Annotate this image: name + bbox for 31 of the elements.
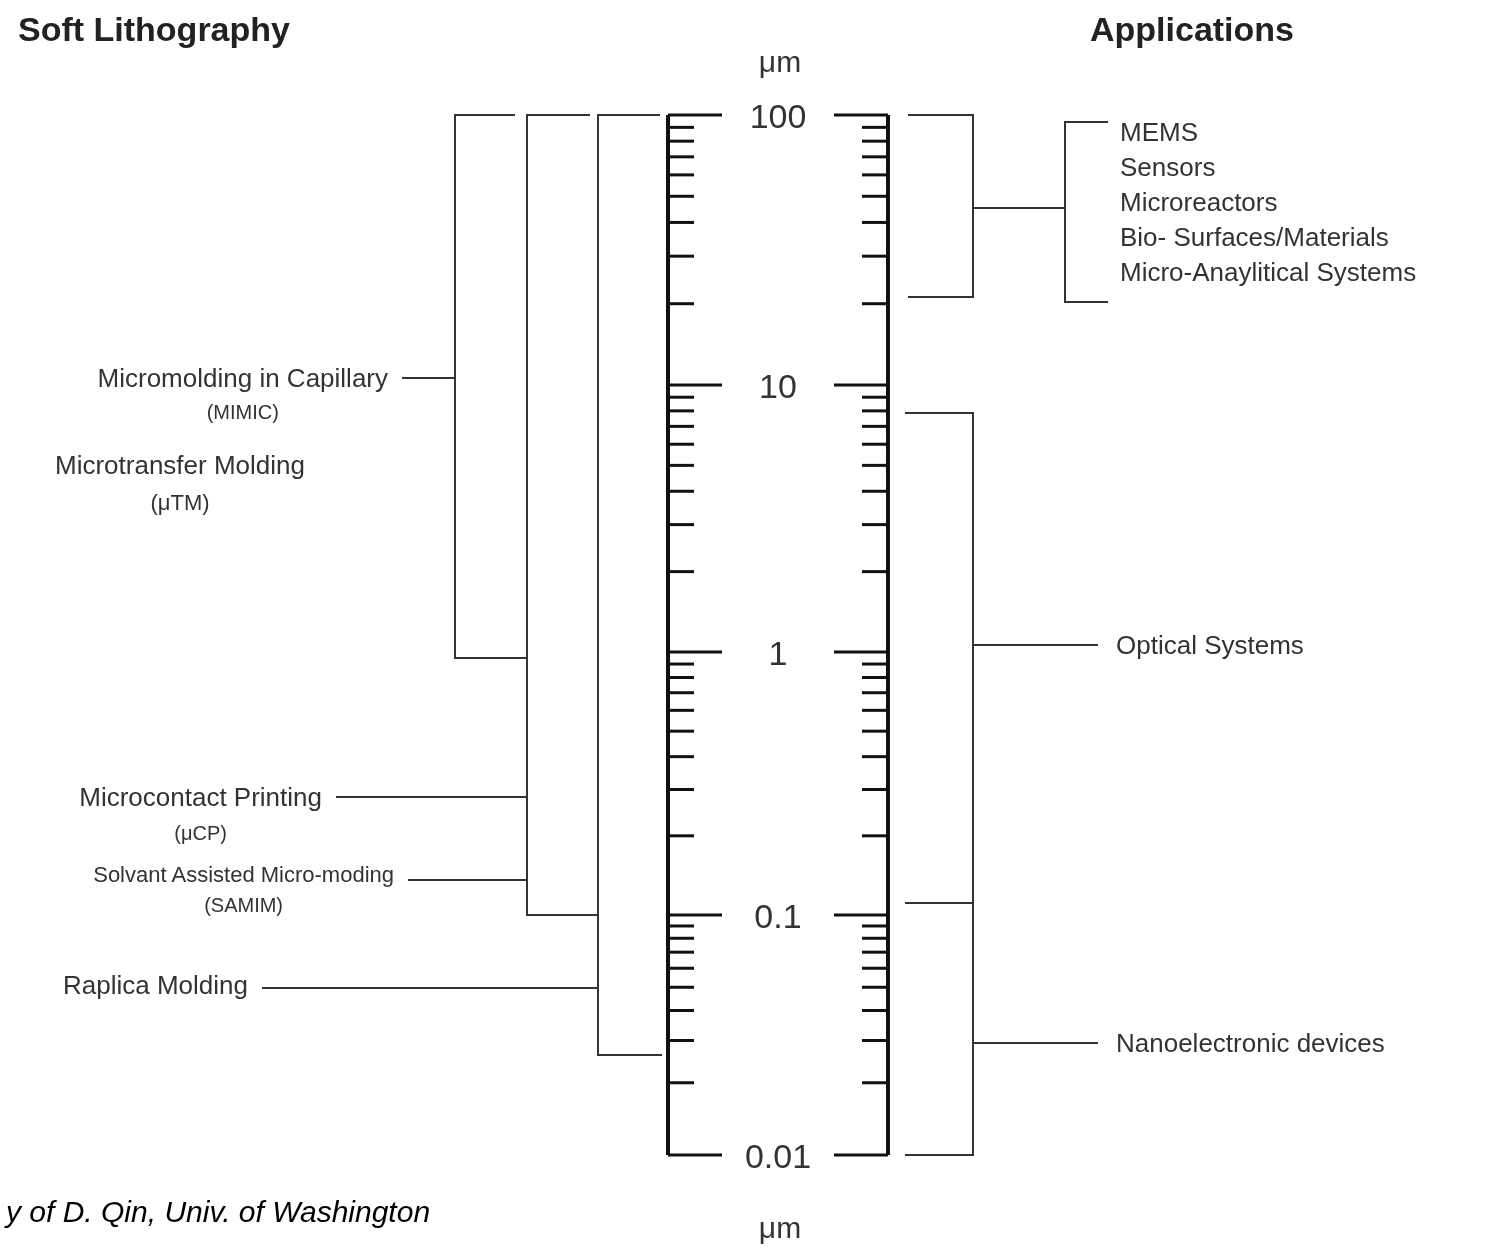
technique-label: Microcontact Printing (μCP) [79,781,336,853]
leader-line [335,796,528,798]
leader-line [972,644,1099,646]
scale-value: 1 [768,634,788,674]
technique-label: Solvant Assisted Micro-moding (SAMIM) [93,862,408,922]
scale-value: 0.1 [754,897,802,937]
scale-value: 10 [759,367,797,407]
range-bracket [908,115,973,297]
application-label: Nanoelectronic devices [1098,1027,1385,1059]
unit-label: μm [758,1210,802,1246]
scale-value: 100 [749,97,807,137]
range-bracket [905,903,973,1155]
heading: Applications [1090,10,1295,50]
range-bracket [905,413,973,903]
credit-note: y of D. Qin, Univ. of Washington [6,1195,431,1230]
leader-line [261,987,599,989]
range-bracket [598,115,662,1055]
technique-label: Microtransfer Molding (μTM) [55,449,305,525]
scale-value: 0.01 [744,1137,812,1177]
leader-line [972,207,1066,209]
leader-line [972,1042,1099,1044]
heading: Soft Lithography [18,10,290,49]
technique-label: Raplica Molding [63,969,262,1001]
leader-line [407,879,528,881]
unit-label: μm [758,44,802,80]
range-bracket [455,115,527,658]
leader-line [401,377,456,379]
application-list: MEMS Sensors Microreactors Bio- Surfaces/Materials Micro-Anaylitical Systems [1065,115,1417,305]
application-label: Optical Systems [1098,629,1304,661]
range-bracket [527,115,598,915]
technique-label: Micromolding in Capillary (MIMIC) [97,362,402,430]
